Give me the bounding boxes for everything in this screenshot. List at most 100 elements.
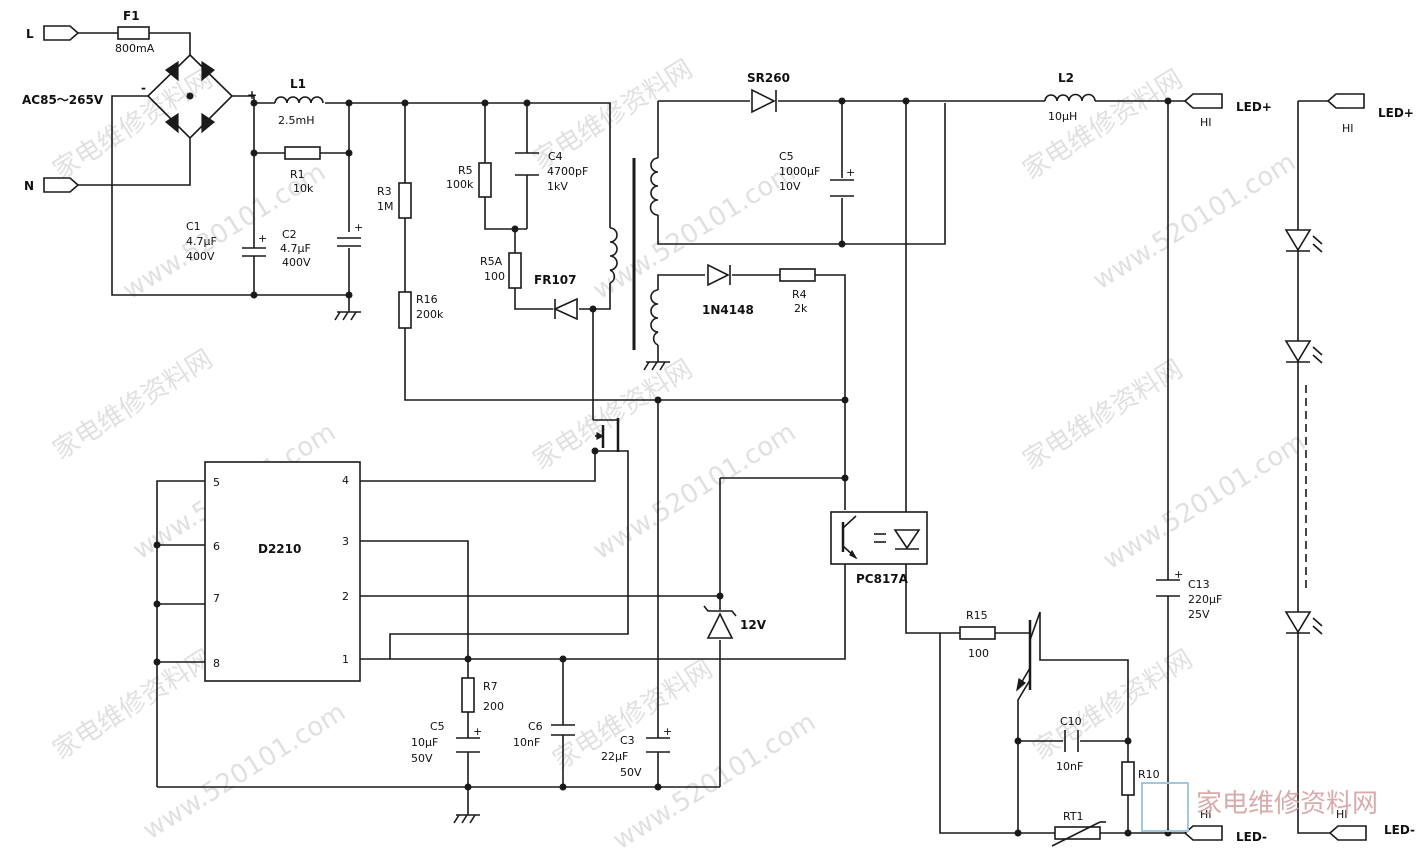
inductor-l1: L1 2.5mH [274, 77, 324, 127]
ic-pin-1: 1 [342, 653, 349, 666]
c3-voltage: 50V [620, 766, 642, 779]
watermark-url: www.520101.com [588, 417, 801, 566]
watermark-logo-text: 家电维修资料网 [1196, 789, 1378, 819]
c1-plus: + [258, 232, 267, 245]
transformer [609, 157, 659, 350]
c3-plus: + [663, 725, 672, 738]
mosfet [593, 418, 620, 452]
c5-in-ref: C5 [430, 720, 445, 733]
c3-value: 22μF [601, 750, 628, 763]
terminal-led-plus-2: LED+ HI [1326, 93, 1414, 135]
l1-value: 2.5mH [278, 114, 314, 127]
ic-pin-7: 7 [213, 592, 220, 605]
zener-value: 12V [740, 618, 767, 632]
c3-ref: C3 [620, 734, 635, 747]
ic-pin-6: 6 [213, 540, 220, 553]
ground-symbol [334, 311, 361, 321]
c1-ref: C1 [186, 220, 201, 233]
fr107-ref: FR107 [534, 273, 577, 287]
npn-transistor [1016, 611, 1041, 692]
watermark-cn: 家电维修资料网 [548, 654, 718, 776]
resistor-r3: R3 1M [377, 182, 412, 219]
capacitor-c13: + C13 220μF 25V [1156, 568, 1222, 621]
l2-ref: L2 [1058, 71, 1074, 85]
zener-12v: 12V [703, 605, 767, 639]
c2-voltage: 400V [282, 256, 311, 269]
resistor-r16: R16 200k [398, 291, 444, 329]
r10-ref: R10 [1138, 768, 1160, 781]
led-3 [1284, 611, 1323, 635]
terminal-n: N [24, 177, 80, 193]
resistor-r1: R1 10k [284, 146, 321, 195]
l2-value: 10μH [1048, 110, 1077, 123]
bridge-minus: - [141, 81, 146, 95]
led-plus-label: LED+ [1378, 106, 1414, 120]
optocoupler-pc817a: PC817A [830, 511, 928, 586]
c2-plus: + [354, 221, 363, 234]
inductor-l2: L2 10μH [1044, 71, 1096, 123]
r16-ref: R16 [416, 293, 438, 306]
resistor-r5: R5 100k [446, 162, 492, 198]
fuse-ref: F1 [123, 9, 140, 23]
led-plus-label: LED+ [1236, 100, 1272, 114]
resistor-r4: R4 2k [779, 268, 816, 315]
watermark-url: www.520101.com [608, 707, 821, 856]
watermark-layer: 家电维修资料网 www.520101.com 家电维修资料网 www.52010… [48, 54, 1311, 856]
c4-voltage: 1kV [547, 180, 568, 193]
c5-out-ref: C5 [779, 150, 794, 163]
watermark-cn: 家电维修资料网 [48, 64, 218, 186]
capacitor-c4: C4 4700pF 1kV [515, 150, 588, 193]
ic-ref: D2210 [258, 542, 301, 556]
c2-value: 4.7μF [280, 242, 311, 255]
watermark-url: www.520101.com [1098, 427, 1311, 576]
terminal-led-minus-2: LED- HI [1328, 808, 1415, 841]
c13-voltage: 25V [1188, 608, 1210, 621]
c1-value: 4.7μF [186, 235, 217, 248]
d1n4148-ref: 1N4148 [702, 303, 754, 317]
resistor-r10: R10 [1121, 761, 1160, 796]
r1-ref: R1 [290, 168, 305, 181]
bridge-rectifier: - + [141, 53, 257, 140]
led-1 [1284, 229, 1323, 253]
r15-value: 100 [968, 647, 989, 660]
c6-ref: C6 [528, 720, 543, 733]
c5-out-value: 1000μF [779, 165, 820, 178]
capacitor-c5-output: + C5 1000μF 10V [779, 150, 855, 197]
r3-ref: R3 [377, 185, 392, 198]
capacitor-c10: C10 10nF [1056, 715, 1083, 773]
watermark-cn: 家电维修资料网 [48, 344, 218, 466]
ic-pin-3: 3 [342, 535, 349, 548]
r16-value: 200k [416, 308, 444, 321]
r5-ref: R5 [458, 164, 473, 177]
ic-pin-5: 5 [213, 476, 220, 489]
resistor-r5a: R5A 100 [480, 252, 522, 289]
c5-out-plus: + [846, 166, 855, 179]
r3-value: 1M [377, 200, 394, 213]
sr260-ref: SR260 [747, 71, 790, 85]
fuse-value: 800mA [115, 42, 155, 55]
watermark-url: www.520101.com [138, 697, 351, 846]
ic-pin-4: 4 [342, 474, 349, 487]
r7-ref: R7 [483, 680, 498, 693]
c13-value: 220μF [1188, 593, 1222, 606]
bridge-plus: + [247, 88, 257, 102]
wires [77, 32, 1330, 834]
thermistor-rt1: RT1 [1051, 810, 1106, 847]
terminal-l: L [26, 25, 80, 41]
r7-value: 200 [483, 700, 504, 713]
c5-in-plus: + [473, 725, 482, 738]
c4-value: 4700pF [547, 165, 588, 178]
c13-ref: C13 [1188, 578, 1210, 591]
watermark-url: www.520101.com [588, 157, 801, 306]
watermark-cn: 家电维修资料网 [1028, 644, 1198, 766]
watermark-cn: 家电维修资料网 [1018, 64, 1188, 186]
resistor-r7: R7 200 [461, 677, 504, 713]
led-string [1284, 229, 1323, 635]
diode-sr260: SR260 [747, 71, 790, 114]
led-minus-label: LED- [1384, 823, 1415, 837]
c5-out-voltage: 10V [779, 180, 801, 193]
led-2 [1284, 340, 1323, 364]
capacitor-c1: + C1 4.7μF 400V [186, 220, 267, 263]
capacitor-c2: + C2 4.7μF 400V [280, 221, 363, 269]
